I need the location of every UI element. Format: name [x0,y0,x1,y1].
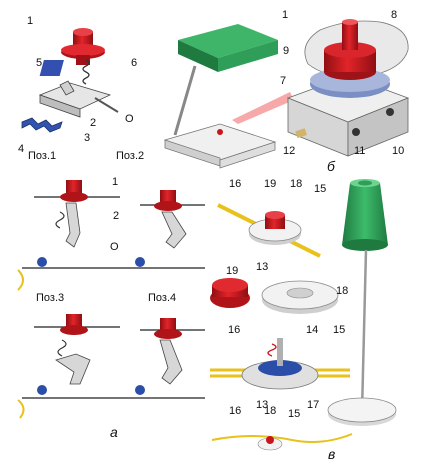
label-4: 4 [18,143,24,155]
label-3: 3 [84,132,90,144]
label-14: 14 [306,324,318,336]
label-o-mid: О [110,241,119,253]
label-18-top: 18 [290,178,302,190]
table-lamp-schematic [165,24,294,168]
label-11: 11 [354,145,365,157]
label-18-mid: 18 [336,285,348,297]
caption-poz1: Поз.1 [28,150,56,162]
label-2-top: 2 [90,117,96,129]
label-19-top: 19 [264,178,276,190]
label-18-bottom: 18 [264,405,276,417]
label-16-top: 16 [229,178,241,190]
label-5: 5 [36,57,42,69]
label-9: 9 [283,45,289,57]
caption-v: в [328,448,335,460]
label-12: 12 [283,145,295,157]
label-13-top: 13 [256,261,268,273]
switch-unit-assembly [288,19,408,156]
caption-poz3: Поз.3 [36,292,64,304]
label-8: 8 [391,9,397,21]
label-o-top: О [125,113,134,125]
label-10: 10 [392,145,404,157]
label-16-bottom: 16 [229,405,241,417]
label-1-top: 1 [27,15,33,27]
push-button-exploded [22,28,118,132]
label-15-bottom: 15 [288,408,300,420]
label-2-mid: 2 [113,210,119,222]
caption-b: б [327,160,335,172]
label-16-mid: 16 [228,324,240,336]
label-15-top: 15 [314,183,326,195]
label-15-mid: 15 [333,324,345,336]
label-6: 6 [131,57,137,69]
label-19-mid: 19 [226,265,238,277]
label-17: 17 [307,399,319,411]
label-7: 7 [280,75,286,87]
caption-a: а [110,426,118,438]
label-1-right: 1 [282,9,288,21]
caption-poz4: Поз.4 [148,292,176,304]
label-1-mid: 1 [112,176,118,188]
caption-poz2: Поз.2 [116,150,144,162]
